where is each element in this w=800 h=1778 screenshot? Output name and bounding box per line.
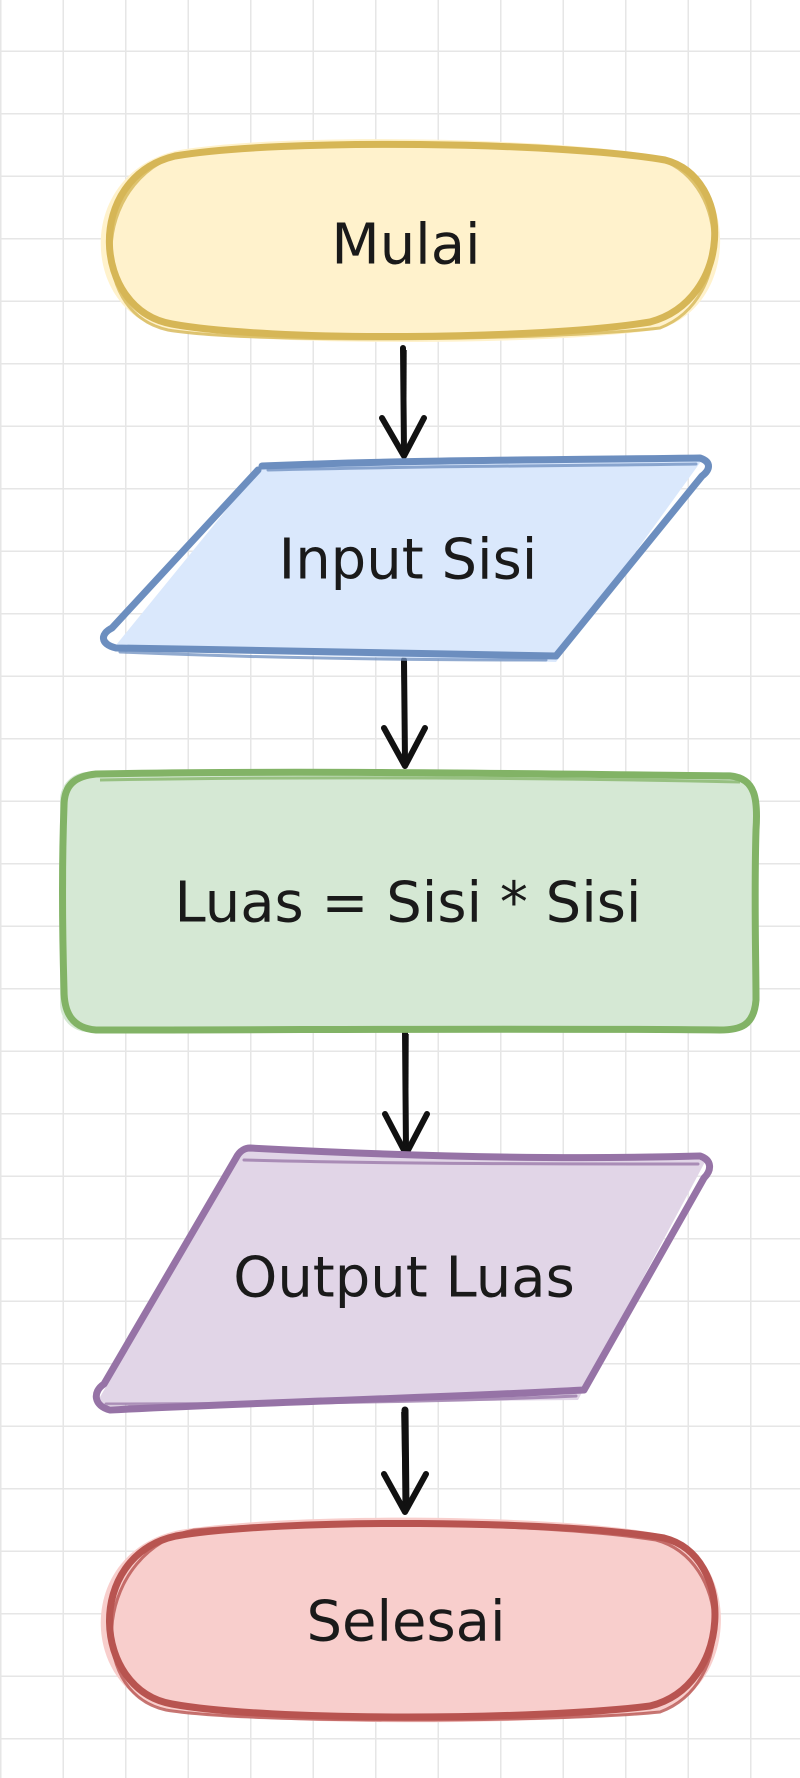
input-node[interactable]: Input Sisi [100,454,712,662]
arrow-input-to-process [381,657,428,769]
process-node[interactable]: Luas = Sisi * Sisi [59,768,761,1034]
input-label: Input Sisi [279,528,538,593]
start-node[interactable]: Mulai [100,139,721,342]
process-label: Luas = Sisi * Sisi [174,871,641,936]
end-node[interactable]: Selesai [100,1517,721,1723]
arrow-output-to-end [381,1406,429,1515]
start-label: Mulai [331,213,480,278]
arrow-start-to-input [379,345,427,459]
output-label: Output Luas [233,1246,575,1311]
output-node[interactable]: Output Luas [92,1144,713,1414]
arrow-process-to-output [382,1029,430,1157]
end-label: Selesai [306,1590,505,1655]
